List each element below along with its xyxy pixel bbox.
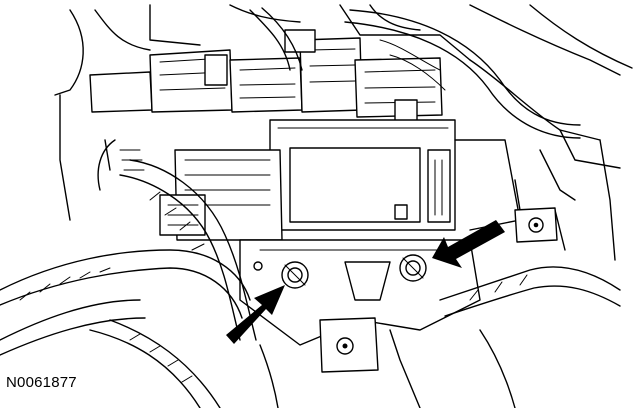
lower-right-harness: [259, 266, 621, 409]
bracket-nut-right: [399, 254, 427, 282]
lower-wire-bundle: [0, 139, 257, 409]
bracket-nut-left: [281, 261, 309, 289]
upper-wire-harness: [249, 7, 581, 139]
arrow-right-icon: [432, 220, 505, 268]
upper-connector-bank: [89, 29, 443, 123]
module-housing: [269, 119, 521, 231]
mounting-bracket: [239, 207, 558, 373]
arrow-left-icon: [226, 285, 285, 344]
figure-id-label: N0061877: [6, 374, 77, 391]
